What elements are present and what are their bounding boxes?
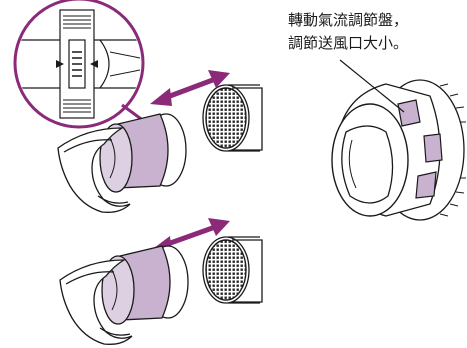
hand-bottom <box>59 259 133 345</box>
marker-right-icon <box>90 60 98 68</box>
hand-top <box>57 127 131 213</box>
concentrator-nozzle-bottom <box>101 245 189 325</box>
step-bottom-attach <box>59 218 263 345</box>
mesh-grille-bottom <box>205 239 247 301</box>
caption-line-2: 調節送風口大小。 <box>288 34 409 52</box>
air-vents <box>397 99 443 199</box>
dryer-body-top <box>202 84 263 152</box>
dryer-body-bottom <box>202 236 263 304</box>
mesh-grille-top <box>205 87 247 149</box>
concentrator-nozzle-top <box>99 113 187 193</box>
step-top-remove <box>57 70 263 213</box>
dial-ridges <box>439 83 466 217</box>
ring-ridges <box>63 15 91 113</box>
caption-line-1: 轉動氣流調節盤， <box>288 11 409 29</box>
zoom-detail-circle <box>13 0 149 129</box>
marker-left-icon <box>56 60 64 68</box>
callout-leader <box>339 59 405 113</box>
nozzle-detail <box>331 59 466 221</box>
double-arrow-icon <box>150 70 230 106</box>
